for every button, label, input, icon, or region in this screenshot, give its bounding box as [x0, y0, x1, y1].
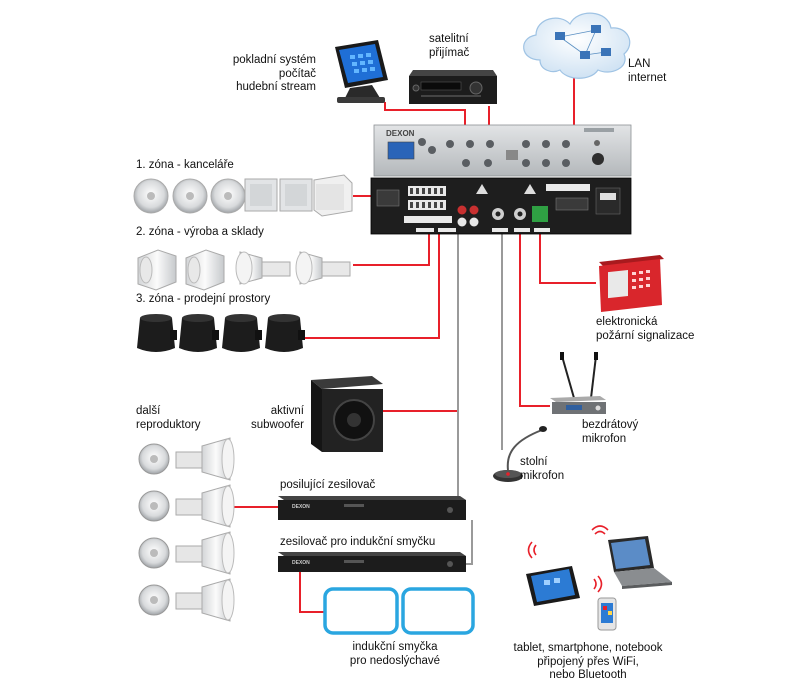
wire-fire	[539, 234, 596, 284]
ceiling-speaker-icon	[210, 178, 246, 214]
horn-speaker-icon	[175, 484, 235, 528]
wireless-microphone-receiver-icon	[550, 352, 606, 414]
pendant-speaker-icon	[179, 314, 219, 352]
zone2-label: 2. zóna - výroba a sklady	[136, 226, 264, 238]
pos-system-label: pokladní systém počítač hudební stream	[232, 54, 316, 93]
mixer-rear-panel	[370, 177, 632, 235]
other-speakers-group	[138, 437, 235, 622]
square-panel-speaker-icon	[244, 178, 278, 212]
fire-alarm-panel-icon	[599, 255, 664, 312]
satellite-label: satelitní přijímač	[429, 33, 470, 59]
ceiling-speaker-icon	[138, 490, 170, 522]
ceiling-speaker-icon	[138, 443, 170, 475]
satellite-receiver-icon	[409, 70, 497, 104]
induction-loop-label: indukční smyčka pro nedoslýchavé	[349, 641, 441, 667]
wire-zone3	[290, 234, 440, 339]
pendant-speaker-icon	[137, 314, 177, 352]
horn-speaker-icon	[235, 251, 291, 285]
tablet-icon	[526, 566, 580, 606]
induction-loop-icon	[323, 587, 475, 635]
mobile-devices-label: tablet, smartphone, notebook připojený p…	[513, 642, 663, 681]
wire-booster	[457, 234, 465, 508]
cabinet-speaker-icon	[185, 249, 225, 291]
mixer-front-panel: DEXON	[373, 124, 632, 177]
wifi-signal-icon	[591, 525, 609, 535]
mixer-brand: DEXON	[386, 129, 415, 138]
pendant-speaker-icon	[222, 314, 262, 352]
horn-speaker-icon	[175, 578, 235, 622]
pos-terminal-icon	[335, 40, 388, 103]
loop-amp-label: zesilovač pro indukční smyčku	[280, 536, 436, 548]
horn-speaker-icon	[295, 251, 351, 285]
desk-microphone-icon	[493, 426, 547, 482]
wire-loop-amp	[465, 520, 473, 565]
lan-label: LAN internet	[628, 58, 667, 84]
wireless-mic-label: bezdrátový mikrofon	[582, 419, 639, 445]
wifi-signal-icon	[527, 541, 537, 559]
zone1-label: 1. zóna - kanceláře	[136, 159, 234, 171]
notebook-icon	[608, 536, 672, 589]
zone1-speakers	[133, 174, 353, 217]
wall-box-speaker-icon	[313, 174, 353, 217]
fire-alarm-label: elektronická požární signalizace	[596, 316, 695, 342]
subwoofer-icon	[311, 376, 383, 452]
square-panel-speaker-icon	[279, 178, 313, 212]
mobile-devices-group	[526, 525, 672, 631]
zone2-speakers	[137, 249, 351, 291]
ceiling-speaker-icon	[138, 584, 170, 616]
lan-cloud-icon	[523, 12, 631, 79]
wifi-signal-icon	[593, 575, 603, 593]
zone3-label: 3. zóna - prodejní prostory	[136, 293, 271, 305]
horn-speaker-icon	[175, 531, 235, 575]
smartphone-icon	[597, 597, 617, 631]
booster-amp-label: posilující zesilovač	[280, 479, 376, 491]
horn-speaker-icon	[175, 437, 235, 481]
wire-wireless-mic	[519, 234, 550, 407]
wire-loop	[299, 572, 325, 613]
wire-zone2	[353, 234, 430, 266]
pendant-speaker-icon	[265, 314, 305, 352]
booster-brand: DEXON	[292, 504, 310, 510]
desk-mic-label: stolní mikrofon	[520, 456, 565, 482]
ceiling-speaker-icon	[172, 178, 208, 214]
subwoofer-label: aktivní subwoofer	[250, 405, 304, 431]
ceiling-speaker-icon	[138, 537, 170, 569]
other-speakers-label: další reproduktory	[136, 405, 201, 431]
zone3-speakers	[137, 314, 305, 352]
ceiling-speaker-icon	[133, 178, 169, 214]
wire-pos-system	[384, 102, 466, 125]
induction-loop-amplifier-icon: DEXON	[278, 552, 466, 572]
loop-amp-brand: DEXON	[292, 560, 310, 566]
booster-amplifier-icon: DEXON	[278, 496, 466, 520]
cabinet-speaker-icon	[137, 249, 177, 291]
